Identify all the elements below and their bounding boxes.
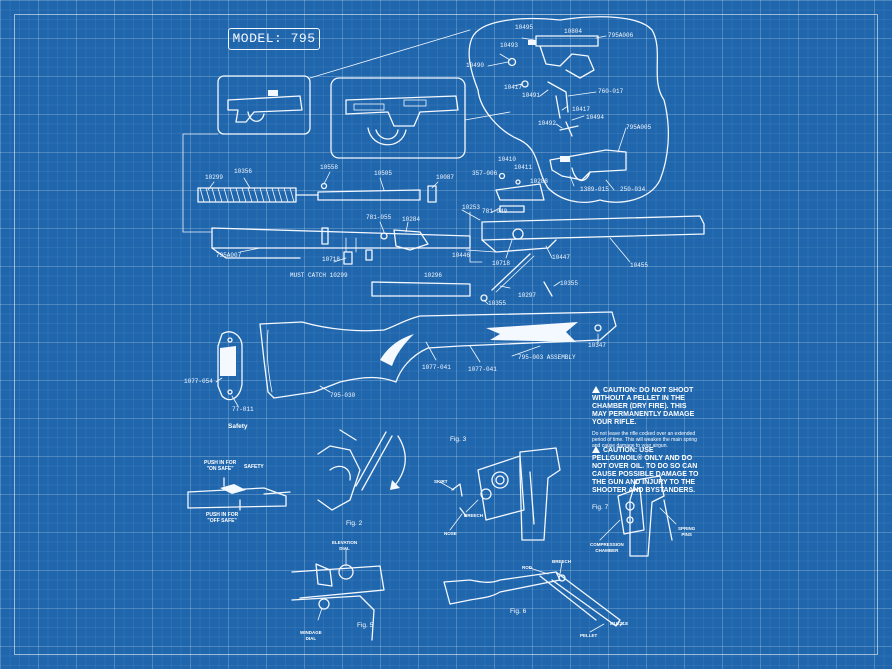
compression-chamber-callout: COMPRESSION CHAMBER bbox=[590, 542, 624, 553]
part-label: 1077-041 bbox=[422, 364, 451, 371]
caution-heading: DO NOT SHOOT WITHOUT A PELLET IN THE CHA… bbox=[592, 387, 695, 426]
part-label: 795A007 bbox=[216, 252, 242, 259]
skirt-callout: SKIRT bbox=[434, 479, 448, 484]
part-label: MUST CATCH 10299 bbox=[290, 272, 348, 279]
part-label: 10417 bbox=[572, 106, 591, 113]
barrel-assembly bbox=[469, 172, 705, 263]
cocking-link bbox=[491, 253, 531, 291]
stock bbox=[259, 311, 617, 399]
leader-lines bbox=[207, 35, 631, 407]
part-label: 10447 bbox=[552, 254, 571, 261]
mainspring bbox=[197, 187, 319, 203]
part-label: 10410 bbox=[498, 156, 517, 163]
pellet-callout: PELLET bbox=[580, 633, 598, 638]
part-label: 77-011 bbox=[232, 406, 254, 413]
caution-label: CAUTION: bbox=[603, 447, 638, 454]
part-label: 795A005 bbox=[626, 124, 652, 131]
part-label: 10355 bbox=[560, 280, 579, 287]
part-label: 10491 bbox=[522, 92, 541, 99]
part-label: 10505 bbox=[374, 170, 393, 177]
rod-callout: ROD bbox=[522, 565, 532, 570]
part-label: 10284 bbox=[402, 216, 421, 223]
part-label: 10718 bbox=[322, 256, 341, 263]
fig3-drawing bbox=[439, 447, 561, 541]
fig2-drawing bbox=[317, 429, 406, 511]
trigger-group-outline bbox=[468, 16, 670, 203]
part-label: 10494 bbox=[586, 114, 605, 121]
fig3-title: Fig. 3 bbox=[450, 436, 467, 443]
fig7-title: Fig. 7 bbox=[592, 504, 609, 511]
part-label: 795A006 bbox=[608, 32, 634, 39]
butt-pad bbox=[217, 331, 243, 401]
part-label: 10297 bbox=[518, 292, 537, 299]
part-label: 250-034 bbox=[620, 186, 646, 193]
nose-callout: NOSE bbox=[444, 531, 457, 536]
part-label: 10355 bbox=[488, 300, 507, 307]
fig2-title: Fig. 2 bbox=[346, 520, 363, 527]
part-label: 1389-015 bbox=[580, 186, 609, 193]
fig7-drawing bbox=[599, 475, 677, 557]
part-label: 10288 bbox=[530, 178, 549, 185]
part-label: 10417 bbox=[504, 84, 523, 91]
spring-guide bbox=[317, 189, 421, 201]
part-label: 10253 bbox=[462, 204, 481, 211]
trigger-parts bbox=[507, 35, 627, 182]
part-label: 10558 bbox=[320, 164, 339, 171]
part-label: 10299 bbox=[205, 174, 224, 181]
part-label: 781-055 bbox=[366, 214, 392, 221]
caution-body: Do not leave the rifle cocked over an ex… bbox=[592, 431, 697, 449]
windage-dial-callout: WINDAGE DIAL bbox=[300, 630, 322, 641]
safety-callout: SAFETY bbox=[244, 464, 264, 470]
warning-icon bbox=[592, 446, 600, 453]
safety-figure bbox=[187, 477, 291, 511]
part-label: 10718 bbox=[492, 260, 511, 267]
caution-dry-fire: CAUTION: DO NOT SHOOT WITHOUT A PELLET I… bbox=[592, 386, 700, 449]
trigger-guard-bar bbox=[371, 281, 471, 297]
fig5-title: Fig. 5 bbox=[357, 622, 374, 629]
part-label: 10296 bbox=[424, 272, 443, 279]
part-label: 1077-054 bbox=[184, 378, 213, 385]
elevation-dial-callout: ELEVATION DIAL bbox=[332, 540, 358, 551]
fig6-title: Fig. 6 bbox=[510, 608, 527, 615]
part-label: 795-003 ASSEMBLY bbox=[518, 354, 576, 361]
part-label: 10446 bbox=[452, 252, 471, 259]
part-label: 10804 bbox=[564, 28, 583, 35]
part-label: 10490 bbox=[466, 62, 485, 69]
compression-tube bbox=[211, 227, 471, 265]
warning-icon bbox=[592, 386, 600, 393]
model-title: MODEL: 795 bbox=[228, 28, 320, 50]
part-label: 10411 bbox=[514, 164, 533, 171]
part-label: 10087 bbox=[436, 174, 455, 181]
spring-pins-callout: SPRING PINS bbox=[678, 526, 696, 537]
caution-label: CAUTION: bbox=[603, 387, 638, 394]
part-label: 781-040 bbox=[482, 208, 508, 215]
part-label: 1077-041 bbox=[468, 366, 497, 373]
part-label: 10492 bbox=[538, 120, 557, 127]
part-label: 10493 bbox=[500, 42, 519, 49]
breech-callout-fig3: BREECH bbox=[464, 513, 484, 518]
breech-callout-fig6: BREECH bbox=[552, 559, 572, 564]
part-label: 10356 bbox=[234, 168, 253, 175]
fig5-drawing bbox=[291, 547, 385, 641]
part-label: 357-006 bbox=[472, 170, 498, 177]
caution-heading: USE PELLGUNOIL® ONLY AND DO NOT OVER OIL… bbox=[592, 447, 699, 494]
push-off-safe-callout: PUSH IN FOR "OFF SAFE" bbox=[206, 512, 239, 524]
part-label: 10455 bbox=[630, 262, 649, 269]
part-label: 795-030 bbox=[330, 392, 356, 399]
safety-figure-title: Safety bbox=[228, 423, 248, 430]
caution-oil: CAUTION: USE PELLGUNOIL® ONLY AND DO NOT… bbox=[592, 446, 700, 495]
part-label: 10347 bbox=[588, 342, 607, 349]
push-on-safe-callout: PUSH IN FOR "ON SAFE" bbox=[204, 460, 237, 472]
part-label: 760-017 bbox=[598, 88, 624, 95]
muzzle-callout: MUZZLE bbox=[610, 621, 629, 626]
fig6-drawing bbox=[443, 561, 625, 633]
receiver-detail-box bbox=[330, 77, 466, 159]
action-thumbnail bbox=[217, 75, 311, 135]
part-label: 10495 bbox=[515, 24, 534, 31]
